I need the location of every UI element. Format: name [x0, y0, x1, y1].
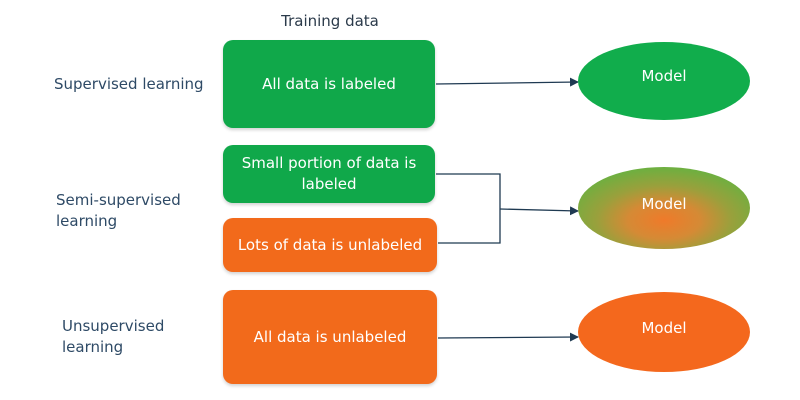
unsupervised-label-line1: Unsupervised [62, 317, 165, 335]
unsupervised-model-ellipse: Model [578, 292, 750, 372]
semi-supervised-label-line2: learning [56, 212, 118, 230]
supervised-arrow [435, 77, 579, 87]
supervised-model-ellipse: Model [578, 42, 750, 120]
training-data-header: Training data [281, 12, 379, 30]
supervised-learning-label: Supervised learning [54, 75, 204, 93]
semi-supervised-label-line1: Semi-supervised [56, 191, 181, 209]
small-labeled-text-line1: Small portion of data is [241, 154, 417, 172]
unsupervised-learning-label: Unsupervised learning [62, 316, 164, 358]
unsupervised-arrow [437, 332, 579, 342]
supervised-model-label: Model [641, 67, 687, 85]
semi-supervised-arrow [499, 206, 579, 216]
semi-supervised-model-ellipse: Model [578, 167, 750, 249]
labeled-data-text: All data is labeled [262, 74, 396, 93]
unsupervised-model-label: Model [641, 319, 687, 337]
labeled-data-box: All data is labeled [223, 40, 435, 128]
unlabeled-data-text: Lots of data is unlabeled [237, 235, 423, 254]
unlabeled-data-box: Lots of data is unlabeled [223, 218, 437, 272]
small-labeled-text-line2: labeled [301, 175, 357, 193]
small-labeled-data-box: Small portion of data is labeled [223, 145, 435, 203]
semi-supervised-model-label: Model [641, 195, 687, 213]
all-unlabeled-data-box: All data is unlabeled [223, 290, 437, 384]
unsupervised-label-line2: learning [62, 338, 124, 356]
semi-supervised-learning-label: Semi-supervised learning [56, 190, 181, 232]
semi-supervised-bracket [436, 173, 501, 244]
all-unlabeled-data-text: All data is unlabeled [253, 327, 407, 346]
